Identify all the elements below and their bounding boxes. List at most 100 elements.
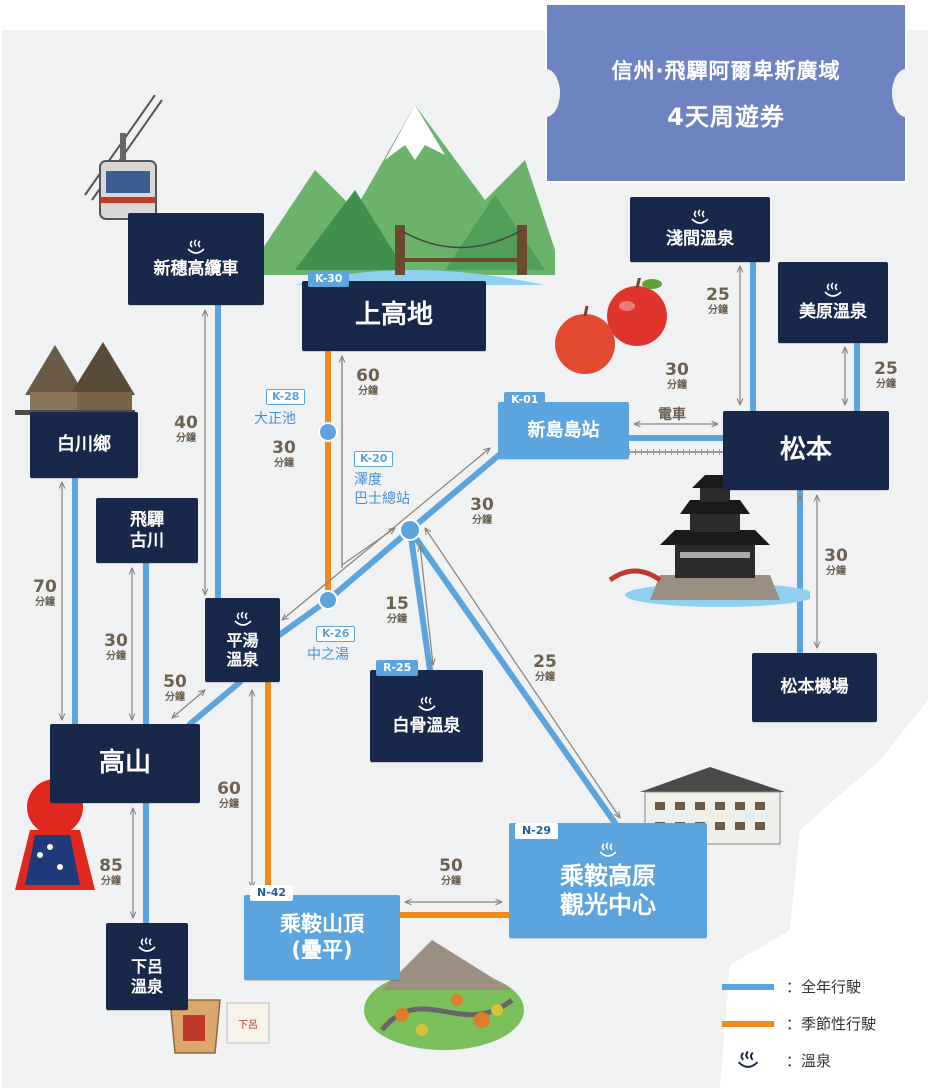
stop-nakanoyu-dot bbox=[318, 590, 338, 610]
station-norikura-kogen[interactable]: N-29 乘鞍高原 觀光中心 bbox=[509, 823, 707, 938]
station-hirayu-line1: 平湯 bbox=[226, 630, 259, 650]
hot-spring-icon bbox=[691, 209, 709, 225]
station-shirakawago-name: 白川鄉 bbox=[57, 434, 111, 456]
stop-nakanoyu-code: K-26 bbox=[316, 626, 356, 642]
arrow-kamikochi-sawando-end bbox=[342, 356, 395, 567]
legend: ：全年行駛 ：季節性行駛 ：溫泉 bbox=[722, 968, 922, 1079]
station-takayama[interactable]: 高山 bbox=[50, 724, 200, 803]
station-kamikochi-name: 上高地 bbox=[354, 300, 433, 331]
hot-spring-icon bbox=[737, 1050, 759, 1068]
station-matsumoto-airport-name: 松本機場 bbox=[780, 677, 849, 698]
station-gero[interactable]: 下呂 溫泉 bbox=[106, 923, 188, 1010]
title-line2: 4天周遊券 bbox=[667, 102, 785, 131]
stop-sawando-line1: 澤度 bbox=[354, 472, 382, 488]
station-matsumoto-name: 松本 bbox=[779, 434, 832, 465]
station-shirahone-code: R-25 bbox=[376, 660, 419, 676]
station-hida-furukawa-line2: 古川 bbox=[130, 530, 164, 551]
train-label: 電車 bbox=[658, 407, 686, 423]
legend-label-onsen: ：溫泉 bbox=[786, 1052, 832, 1070]
mountain-road-illustration bbox=[364, 940, 524, 1050]
station-matsumoto-airport[interactable]: 松本機場 bbox=[752, 653, 877, 722]
station-norikura-sancho-code: N-42 bbox=[250, 885, 294, 901]
hot-spring-icon bbox=[138, 937, 156, 953]
hot-spring-icon bbox=[417, 696, 436, 711]
station-norikura-kogen-code: N-29 bbox=[515, 823, 559, 839]
station-shirahone-name: 白骨溫泉 bbox=[392, 715, 461, 736]
gassho-house-illustration bbox=[15, 342, 135, 415]
legend-label-seasonal: ：季節性行駛 bbox=[786, 1015, 877, 1033]
station-asama-name: 淺間溫泉 bbox=[666, 229, 734, 250]
legend-onsen: ：溫泉 bbox=[722, 1042, 922, 1079]
station-utsukushigahara-name: 美原溫泉 bbox=[799, 302, 867, 323]
ticket-notch-left bbox=[532, 69, 560, 117]
hot-spring-icon bbox=[233, 611, 252, 626]
stop-nakanoyu-name: 中之湯 bbox=[307, 647, 349, 663]
title-ticket: 信州·飛驒阿爾卑斯廣域 4天周遊券 bbox=[532, 3, 920, 183]
station-utsukushigahara[interactable]: 美原溫泉 bbox=[778, 262, 888, 343]
station-norikura-kogen-line2: 觀光中心 bbox=[560, 890, 656, 919]
sarubobo-doll-illustration bbox=[15, 779, 95, 890]
legend-seasonal: ：季節性行駛 bbox=[722, 1005, 922, 1042]
hot-spring-icon bbox=[599, 842, 617, 857]
stop-sawando-line2: 巴士總站 bbox=[354, 491, 410, 507]
ropeway-illustration bbox=[84, 95, 163, 220]
stop-taisho-code: K-28 bbox=[266, 389, 306, 405]
arrow-hirayu-takayama bbox=[172, 690, 205, 718]
station-norikura-sancho[interactable]: N-42 乘鞍山頂 (疊平) bbox=[244, 885, 400, 980]
legend-label-year-round: ：全年行駛 bbox=[786, 978, 862, 996]
onsen-bucket-illustration: 下呂 bbox=[169, 999, 270, 1054]
station-norikura-sancho-line1: 乘鞍山頂 bbox=[280, 912, 364, 937]
station-gero-line1: 下呂 bbox=[130, 957, 163, 977]
stop-sawando-dot bbox=[399, 519, 421, 541]
station-shin-shimashima[interactable]: K-01 新島島站 bbox=[498, 392, 629, 459]
station-kamikochi-code: K-30 bbox=[308, 271, 350, 287]
station-hida-furukawa-line1: 飛驒 bbox=[130, 510, 164, 531]
station-hirayu-line2: 溫泉 bbox=[226, 650, 259, 669]
station-matsumoto[interactable]: 松本 bbox=[723, 411, 889, 490]
station-norikura-sancho-line2: (疊平) bbox=[291, 937, 353, 962]
station-norikura-kogen-line1: 乘鞍高原 bbox=[560, 861, 656, 890]
hot-spring-icon bbox=[824, 282, 842, 298]
station-hida-furukawa[interactable]: 飛驒 古川 bbox=[96, 498, 198, 563]
station-shin-shimashima-name: 新島島站 bbox=[527, 419, 600, 441]
apples-illustration bbox=[555, 278, 667, 374]
legend-year-round: ：全年行駛 bbox=[722, 968, 922, 1005]
svg-text:下呂: 下呂 bbox=[238, 1019, 258, 1031]
mountain-bridge-illustration bbox=[255, 105, 555, 285]
station-kamikochi[interactable]: K-30 上高地 bbox=[302, 271, 486, 351]
legend-swatch-year-round bbox=[722, 983, 774, 990]
station-hirayu[interactable]: 平湯 溫泉 bbox=[205, 598, 280, 682]
station-asama[interactable]: 淺間溫泉 bbox=[630, 197, 770, 262]
ticket-notch-right bbox=[892, 69, 920, 117]
legend-swatch-seasonal bbox=[722, 1020, 774, 1027]
station-shirakawago[interactable]: 白川鄉 bbox=[30, 412, 138, 478]
station-gero-line2: 溫泉 bbox=[130, 976, 163, 996]
title-line1: 信州·飛驒阿爾卑斯廣域 bbox=[611, 58, 841, 83]
matsumoto-castle-illustration bbox=[608, 475, 810, 607]
station-shinhotaka[interactable]: 新穗高纜車 bbox=[128, 213, 264, 305]
stop-sawando-code: K-20 bbox=[354, 451, 394, 467]
hot-spring-icon bbox=[187, 239, 205, 254]
stop-taisho-name: 大正池 bbox=[254, 411, 296, 427]
station-shirahone[interactable]: R-25 白骨溫泉 bbox=[370, 660, 483, 762]
stop-taisho-dot bbox=[318, 422, 338, 442]
station-takayama-name: 高山 bbox=[98, 747, 151, 778]
station-shin-shimashima-code: K-01 bbox=[504, 392, 546, 408]
